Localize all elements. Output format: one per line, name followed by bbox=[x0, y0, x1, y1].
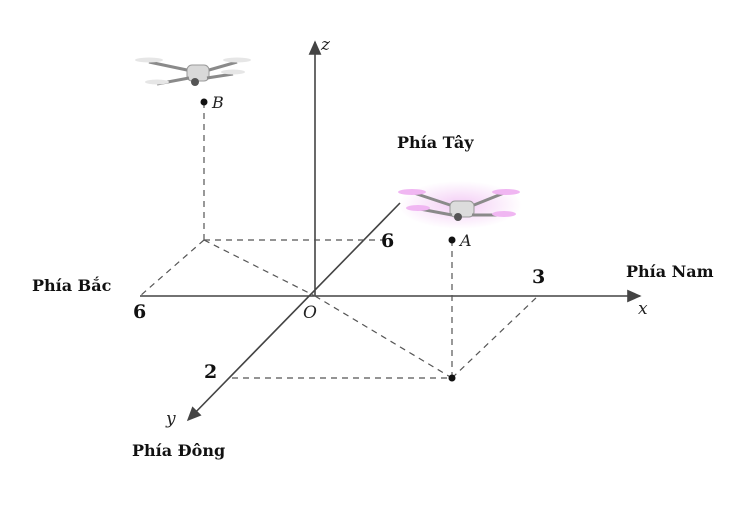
axis-label-z: z bbox=[320, 35, 331, 55]
tick-y-2: 2 bbox=[204, 361, 217, 383]
axis-label-y: y bbox=[165, 409, 176, 429]
tick-x-3: 3 bbox=[532, 266, 545, 288]
dash-a-to-origin bbox=[314, 295, 453, 379]
axis-label-x: x bbox=[638, 299, 648, 319]
drone-icon bbox=[135, 57, 251, 86]
origin-label: O bbox=[303, 303, 317, 323]
tick-north-6: 6 bbox=[133, 301, 146, 323]
drone-icon bbox=[398, 181, 522, 229]
point-a-projection bbox=[448, 374, 456, 382]
point-label-a: A bbox=[458, 231, 472, 250]
direction-east: Phía Đông bbox=[132, 441, 225, 460]
point-label-b: B bbox=[211, 93, 224, 112]
direction-south: Phía Nam bbox=[626, 262, 714, 281]
direction-west: Phía Tây bbox=[397, 133, 474, 152]
dash-b-to-north bbox=[139, 239, 205, 297]
dash-b-to-origin bbox=[203, 239, 316, 297]
dash-a-to-x3 bbox=[451, 295, 539, 379]
point-b bbox=[200, 98, 208, 106]
y-axis bbox=[186, 202, 401, 422]
direction-north: Phía Bắc bbox=[32, 275, 112, 295]
point-a bbox=[448, 236, 456, 244]
tick-west-6: 6 bbox=[381, 230, 394, 252]
